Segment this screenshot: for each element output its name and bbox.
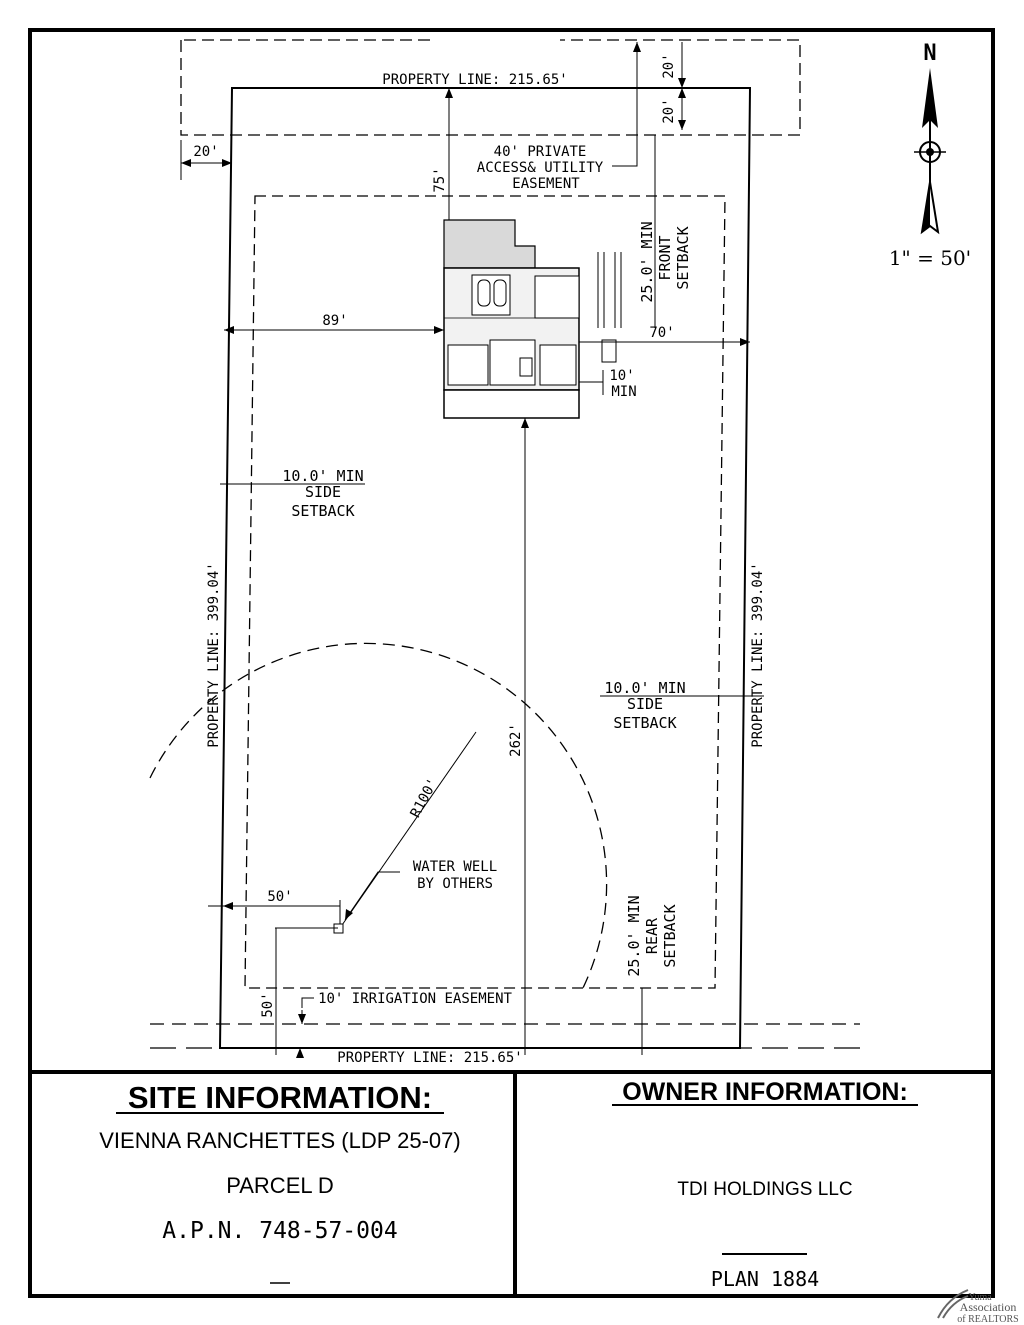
- front-setback-line-3: SETBACK: [674, 226, 692, 289]
- dim-10-min-value: 10': [609, 368, 634, 384]
- svg-text:Yuma: Yuma: [968, 1292, 992, 1303]
- svg-text:Association: Association: [960, 1300, 1017, 1314]
- property-line-left-label: PROPERTY LINE: 399.04': [206, 562, 222, 747]
- water-well-line-1: WATER WELL: [413, 859, 497, 875]
- svg-text:of REALTORS: of REALTORS: [957, 1314, 1018, 1325]
- owner-name: TDI HOLDINGS LLC: [677, 1179, 852, 1200]
- water-well-line-2: BY OTHERS: [417, 876, 493, 892]
- side-setback-left-line-2: SIDE: [305, 483, 341, 501]
- side-setback-left-line-1: 10.0' MIN: [282, 467, 363, 485]
- owner-plan: PLAN 1884: [711, 1267, 819, 1291]
- dim-10-min-label: MIN: [611, 384, 636, 400]
- dim-20-top: 20': [661, 53, 677, 78]
- property-line-top-label: PROPERTY LINE: 215.65': [382, 72, 567, 88]
- dim-89: 89': [322, 313, 347, 329]
- dim-75: 75': [432, 167, 448, 192]
- setback-line: [244, 195, 726, 989]
- front-setback-line-1: 25.0' MIN: [638, 221, 656, 302]
- dim-262: 262': [508, 723, 524, 757]
- radius-leader: [339, 731, 477, 929]
- dim-20-left: 20': [193, 144, 218, 160]
- rear-setback-line-1: 25.0' MIN: [625, 895, 643, 976]
- front-setback-line-2: FRONT: [656, 235, 674, 280]
- rear-setback-line-3: SETBACK: [661, 904, 679, 967]
- dim-50-vertical: 50': [260, 992, 276, 1017]
- radius-label: R100': [408, 776, 442, 821]
- north-arrow-icon: N: [914, 41, 946, 235]
- side-setback-right-line-3: SETBACK: [613, 714, 676, 732]
- easement-line-2: ACCESS& UTILITY: [477, 160, 604, 176]
- easement-line-1: 40' PRIVATE: [494, 144, 587, 160]
- dim-20-mid: 20': [661, 98, 677, 123]
- side-setback-right-line-2: SIDE: [627, 695, 663, 713]
- property-line-bottom-label: PROPERTY LINE: 215.65': [337, 1050, 522, 1066]
- easement-line-3: EASEMENT: [512, 176, 580, 192]
- site-parcel: PARCEL D: [226, 1173, 334, 1198]
- scale-label: 1" = 50': [889, 246, 971, 270]
- owner-info-title: OWNER INFORMATION:: [622, 1078, 908, 1106]
- well-radius-arc: [149, 642, 608, 991]
- rear-setback-line-2: REAR: [643, 917, 661, 954]
- house-footprint: [443, 219, 580, 419]
- irrigation-easement-label: 10' IRRIGATION EASEMENT: [318, 991, 512, 1007]
- realtors-logo: Yuma Association of REALTORS: [937, 1289, 1019, 1325]
- north-label: N: [923, 41, 936, 66]
- dim-50-horizontal: 50': [267, 889, 292, 905]
- access-easement-outline: [180, 39, 801, 136]
- site-apn: A.P.N. 748-57-004: [162, 1218, 397, 1244]
- sheet-border: [28, 28, 995, 1298]
- property-line-right-label: PROPERTY LINE: 399.04': [750, 562, 766, 747]
- site-info-title: SITE INFORMATION:: [128, 1080, 432, 1115]
- site-subdivision: VIENNA RANCHETTES (LDP 25-07): [99, 1128, 460, 1153]
- side-setback-left-line-3: SETBACK: [291, 502, 354, 520]
- side-setback-right-line-1: 10.0' MIN: [604, 679, 685, 697]
- dim-70: 70': [649, 325, 674, 341]
